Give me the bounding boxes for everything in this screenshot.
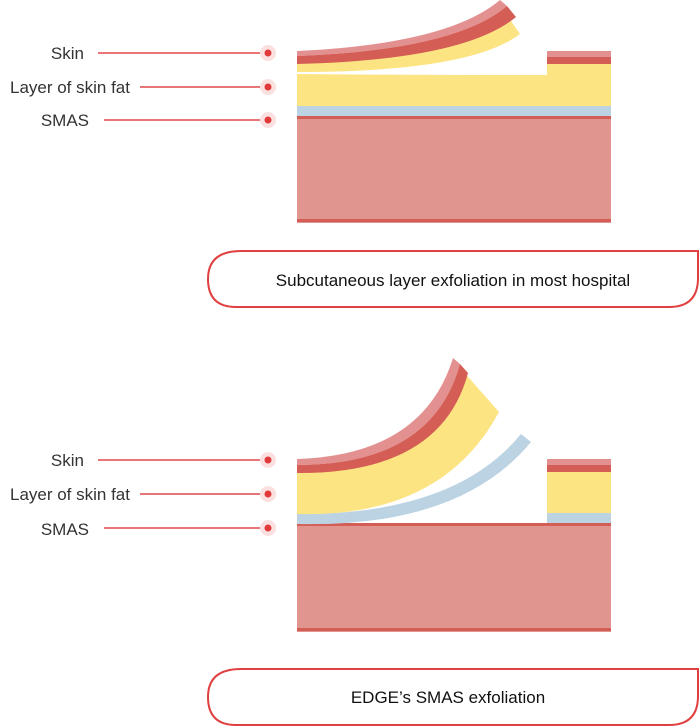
muscle-edge-bottom [297,628,611,631]
marker-dot-fat [264,83,272,91]
caption-box-2: EDGE’s SMAS exfoliation [206,668,699,726]
muscle-edge-top [297,523,611,526]
marker-dot-smas [264,524,272,532]
peeled-skin-outer [297,358,460,465]
label-smas: SMAS [41,520,89,539]
peeled-smas-flap [297,434,531,525]
marker-dot-skin [264,456,272,464]
caption-frame-2 [206,668,699,726]
panel-subcutaneous [297,0,611,223]
fat-layer-right [547,472,611,513]
marker-dot-fat [264,490,272,498]
peeled-skin-inner [297,364,468,474]
labels-panel-2: Skin Layer of skin fat SMAS [10,451,276,539]
muscle-layer [297,525,611,632]
muscle-edge-bottom [297,219,611,222]
caption-text-1: Subcutaneous layer exfoliation in most h… [276,271,630,290]
caption-frame-1 [206,250,699,308]
marker-dot-skin [264,49,272,57]
panel-edge-smas [297,358,611,632]
marker-dot-smas [264,116,272,124]
smas-layer-right [547,513,611,523]
caption-text-2: EDGE’s SMAS exfoliation [351,688,545,707]
smas-layer [297,106,611,116]
label-fat: Layer of skin fat [10,485,130,504]
fat-layer [297,64,611,106]
label-skin: Skin [51,451,84,470]
label-smas: SMAS [41,111,89,130]
label-skin: Skin [51,44,84,63]
skin-layer-right-inner [547,465,611,472]
smas-muscle-line [297,116,611,119]
skin-layer-right-outer [547,459,611,465]
labels-panel-1: Skin Layer of skin fat SMAS [10,44,276,130]
skin-layer-right-inner [547,57,611,64]
label-fat: Layer of skin fat [10,78,130,97]
muscle-layer [297,118,611,223]
skin-layer-right-outer [547,51,611,57]
peeled-skin-outer [297,0,507,56]
caption-box-1: Subcutaneous layer exfoliation in most h… [206,250,699,308]
peeled-skin-inner [297,6,516,64]
